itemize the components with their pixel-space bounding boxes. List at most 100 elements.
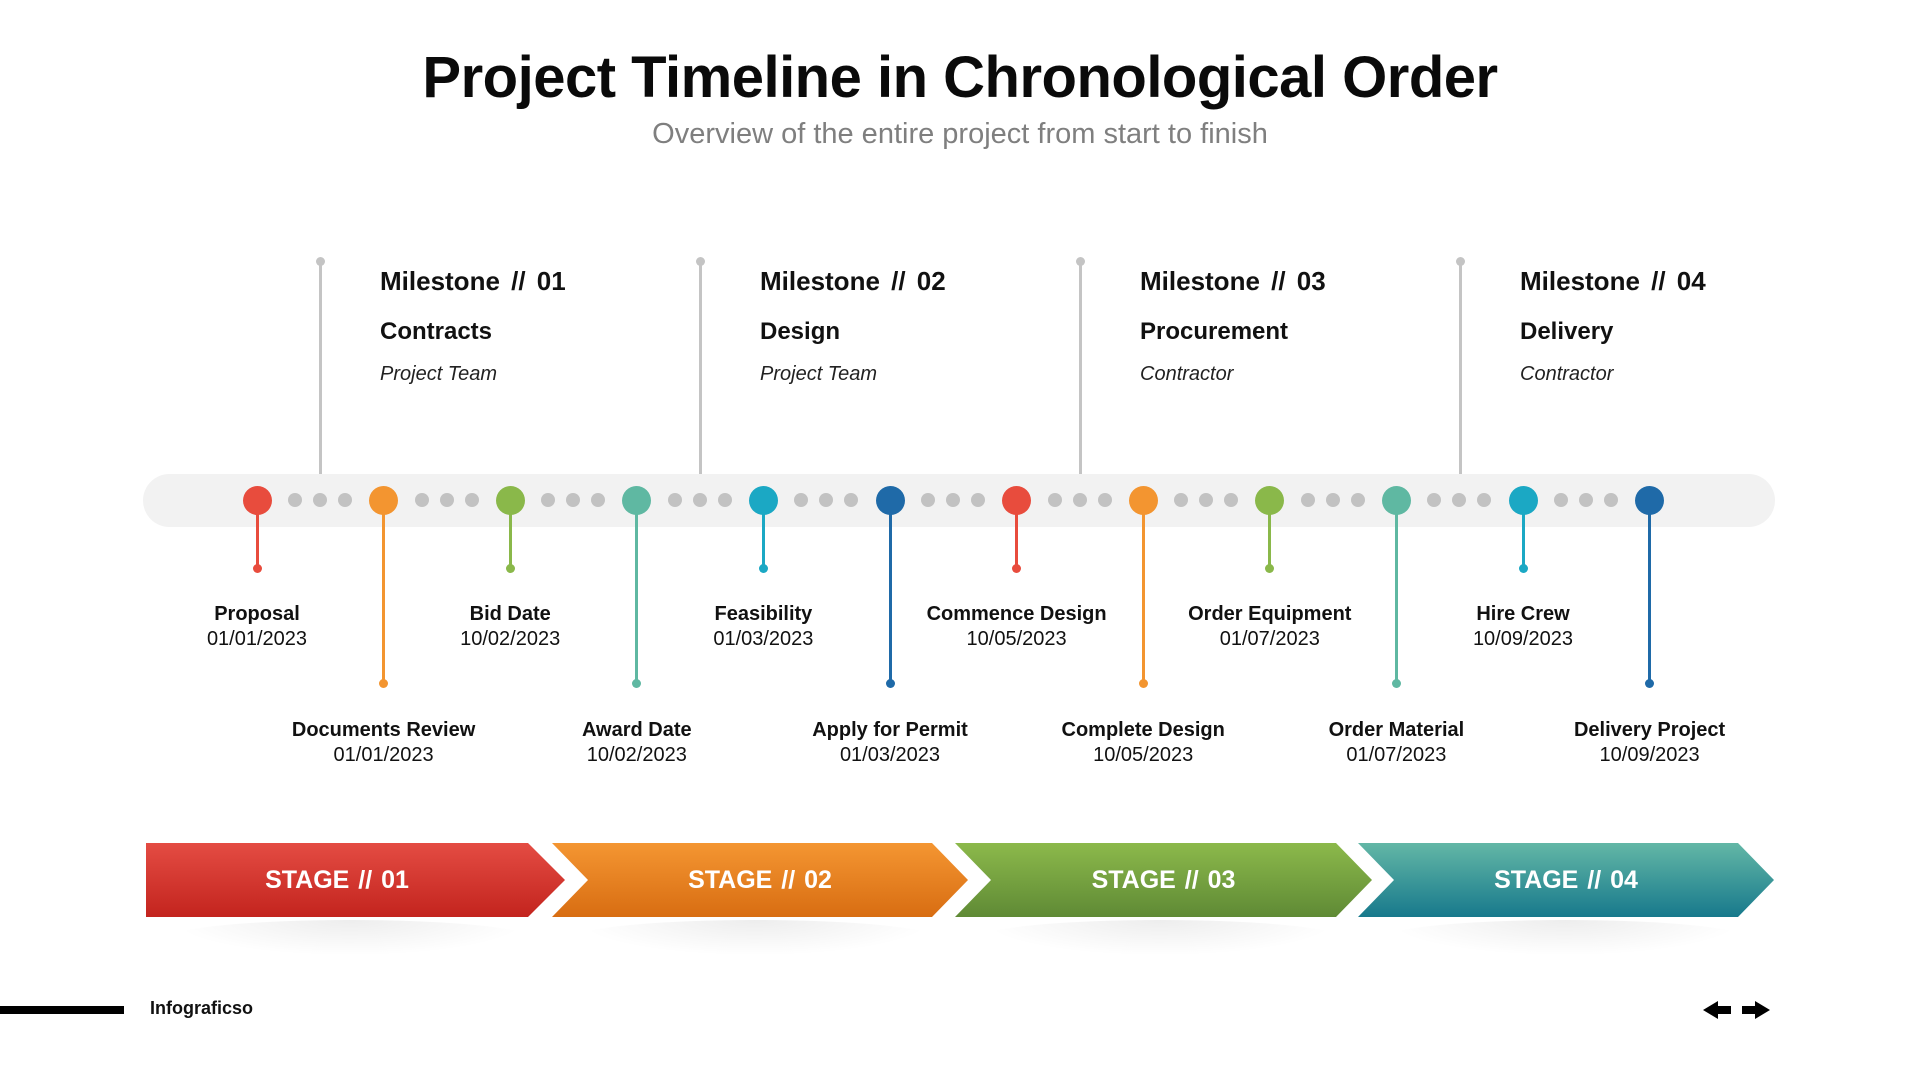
milestone-name: Delivery — [1520, 318, 1614, 345]
event-date: 01/01/2023 — [206, 628, 308, 650]
timeline-minor-dot — [1579, 493, 1593, 507]
milestone-3: Milestone // 03 Procurement Contractor — [1140, 266, 1326, 386]
timeline-minor-dot — [1224, 493, 1239, 507]
stage-3-banner: STAGE // 03 — [955, 843, 1375, 917]
event-label: Delivery Project 10/09/2023 — [1520, 718, 1780, 768]
timeline-minor-dot — [313, 493, 327, 507]
stage-2-banner: STAGE // 02 — [552, 843, 972, 917]
event-stem — [255, 510, 259, 568]
event-node — [369, 486, 399, 515]
event-stem-end-dot — [1012, 563, 1022, 573]
timeline-minor-dot — [692, 493, 707, 507]
timeline-minor-dot — [1325, 493, 1340, 507]
event-date: 01/07/2023 — [1346, 744, 1447, 766]
timeline-minor-dot — [1097, 493, 1112, 507]
chevron-arrow-shape — [146, 843, 565, 917]
chevron-arrow-shape — [552, 843, 968, 917]
event-date: 10/09/2023 — [1599, 744, 1700, 766]
stage-1-banner: STAGE // 01 — [146, 843, 566, 917]
milestone-2: Milestone // 02 Design Project Team — [760, 266, 946, 386]
event-stem-end-dot — [632, 678, 642, 688]
timeline-minor-dot — [1300, 493, 1315, 507]
timeline-minor-dot — [338, 493, 352, 507]
event-stem — [761, 510, 765, 568]
timeline-minor-dot — [1199, 493, 1214, 507]
chevron-arrow-shape — [955, 843, 1372, 917]
event-title: Order Equipment — [1188, 603, 1352, 625]
event-date: 10/09/2023 — [1472, 628, 1574, 650]
milestone-connector — [1079, 262, 1082, 500]
event-node — [1128, 486, 1158, 515]
event-date: 01/01/2023 — [333, 744, 434, 766]
event-label: Award Date 10/02/2023 — [507, 718, 767, 768]
milestone-1: Milestone // 01 Contracts Project Team — [380, 266, 566, 386]
event-stem — [635, 510, 639, 683]
milestone-name: Contracts — [380, 318, 493, 345]
milestone-owner: Contractor — [1140, 363, 1234, 385]
stage-label: STAGE // 01 — [265, 866, 409, 894]
timeline-minor-dot — [667, 493, 682, 507]
milestone-name: Procurement — [1140, 318, 1289, 345]
event-stem — [1268, 510, 1272, 568]
event-node — [875, 486, 905, 515]
timeline-minor-dot — [946, 493, 960, 507]
event-node — [622, 486, 652, 515]
stage-shadow — [170, 920, 530, 956]
event-date: 01/07/2023 — [1219, 628, 1320, 650]
timeline-minor-dot — [794, 493, 809, 507]
event-title: Award Date — [581, 719, 692, 741]
event-stem-end-dot — [1265, 563, 1275, 573]
event-node — [1002, 486, 1032, 515]
event-title: Feasibility — [714, 603, 813, 625]
event-stem-end-dot — [1138, 678, 1148, 688]
stage-shadow — [1385, 920, 1745, 956]
event-title: Proposal — [214, 603, 300, 625]
event-label: Hire Crew 10/09/2023 — [1393, 602, 1653, 652]
milestone-4: Milestone // 04 Delivery Contractor — [1520, 266, 1706, 386]
timeline-minor-dot — [591, 493, 606, 507]
event-stem — [1648, 510, 1652, 683]
event-node — [1635, 486, 1665, 515]
timeline-minor-dot — [921, 493, 935, 507]
milestone-cap-dot — [696, 257, 705, 266]
timeline-minor-dot — [541, 493, 556, 507]
event-stem — [888, 510, 892, 683]
event-title: Hire Crew — [1476, 603, 1570, 625]
timeline-minor-dot — [1452, 493, 1467, 507]
milestone-heading: Milestone // 03 — [1140, 266, 1326, 296]
event-label: Order Equipment 01/07/2023 — [1140, 602, 1400, 652]
chevron-arrow-shape — [1358, 843, 1774, 917]
event-title: Delivery Project — [1573, 719, 1726, 741]
event-node — [748, 486, 778, 515]
event-date: 10/02/2023 — [586, 744, 687, 766]
milestone-cap-dot — [316, 257, 325, 266]
timeline-minor-dot — [1427, 493, 1442, 507]
timeline-minor-dot — [1174, 493, 1189, 507]
milestone-name: Design — [760, 318, 841, 345]
event-stem-end-dot — [252, 563, 262, 573]
event-stem-end-dot — [1518, 563, 1528, 573]
timeline-minor-dot — [1047, 493, 1062, 507]
next-slide-button[interactable] — [1740, 998, 1770, 1022]
milestone-cap-dot — [1456, 257, 1465, 266]
milestone-owner: Project Team — [380, 363, 498, 385]
event-date: 01/03/2023 — [713, 628, 814, 650]
timeline-minor-dot — [717, 493, 732, 507]
event-stem — [1141, 510, 1145, 683]
previous-slide-button[interactable] — [1703, 998, 1733, 1022]
event-stem-end-dot — [379, 678, 389, 688]
timeline-minor-dot — [1072, 493, 1087, 507]
event-date: 10/05/2023 — [1093, 744, 1194, 766]
event-stem-end-dot — [885, 678, 895, 688]
stage-label: STAGE // 02 — [688, 866, 832, 894]
event-stem — [508, 510, 512, 568]
event-node — [1381, 486, 1411, 515]
milestone-connector — [699, 262, 702, 500]
milestone-heading: Milestone // 04 — [1520, 266, 1706, 296]
arrow-left-icon — [1703, 1001, 1731, 1019]
event-stem-end-dot — [758, 563, 768, 573]
